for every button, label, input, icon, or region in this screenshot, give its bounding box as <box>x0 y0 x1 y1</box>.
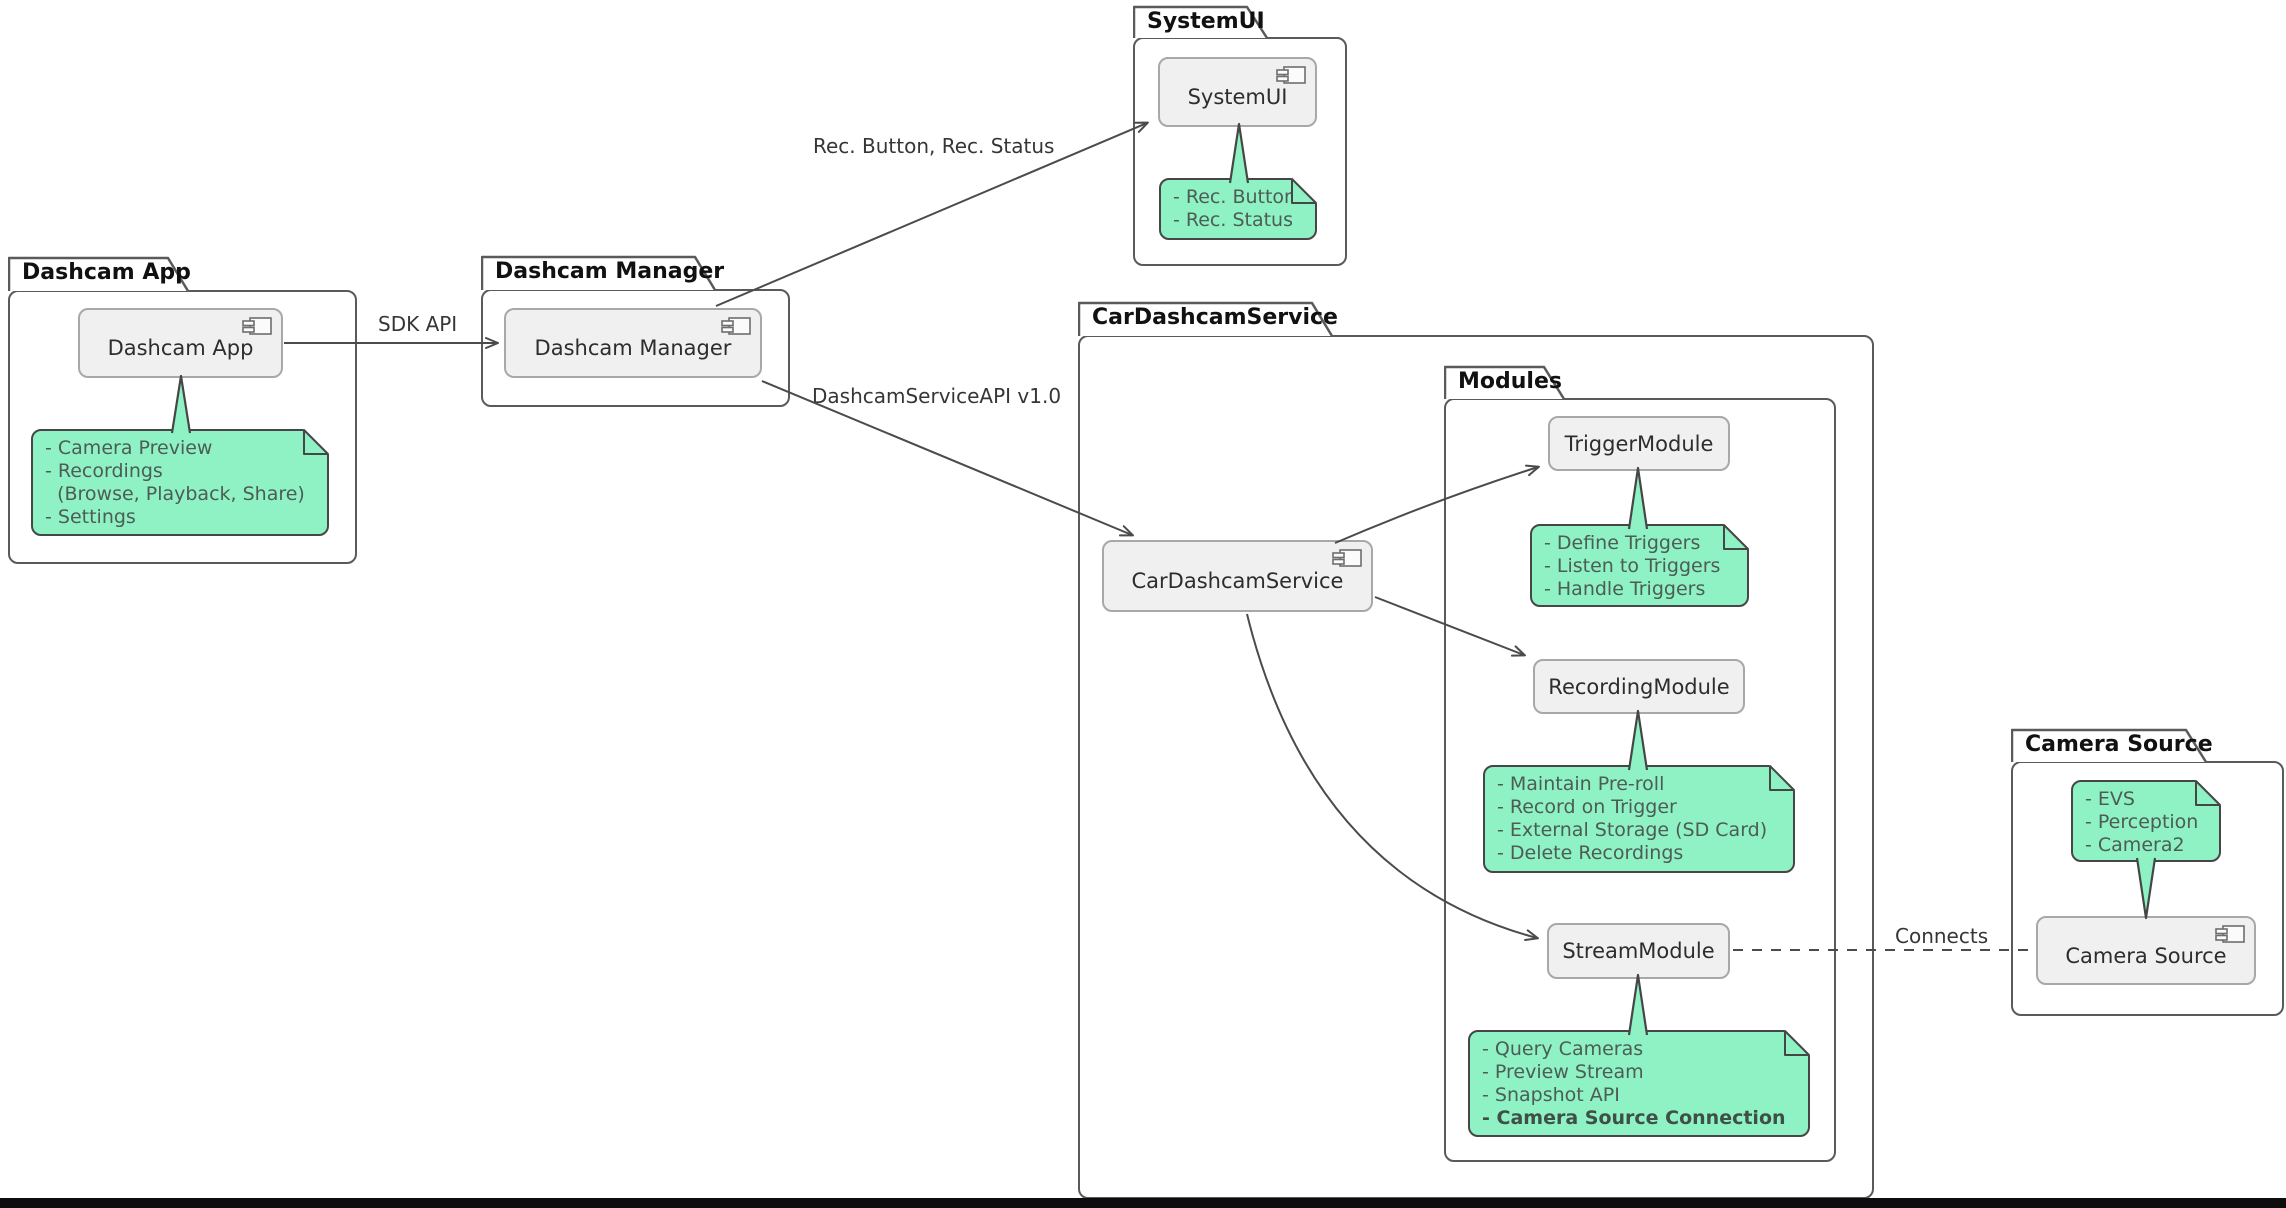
note-line: - Define Triggers <box>1544 532 1701 554</box>
component-icon <box>2215 925 2245 943</box>
component-systemui: SystemUI <box>1158 57 1317 127</box>
edge-label-sdk-api: SDK API <box>378 312 458 336</box>
note-line: - Delete Recordings <box>1497 842 1684 864</box>
note-line: - Recordings <box>45 460 163 482</box>
component-label: StreamModule <box>1562 939 1715 963</box>
note-line: - Query Cameras <box>1482 1038 1644 1060</box>
note-line: - Preview Stream <box>1482 1061 1644 1083</box>
component-cardashcamservice: CarDashcamService <box>1102 540 1373 612</box>
note-fold-icon <box>1783 1029 1811 1057</box>
component-label: Camera Source <box>2065 943 2227 968</box>
package-title: SystemUI <box>1147 9 1265 34</box>
note-line: - Maintain Pre-roll <box>1497 773 1665 795</box>
note-line: - Camera Preview <box>45 437 213 459</box>
note-fold-icon <box>2194 779 2222 807</box>
component-label: Dashcam App <box>107 336 254 360</box>
note-fold-icon <box>302 428 330 456</box>
component-recording-module: RecordingModule <box>1533 659 1745 714</box>
note-line: - Rec. Button <box>1173 186 1297 208</box>
component-dashcam-manager: Dashcam Manager <box>504 308 762 378</box>
package-tab-camera-source: Camera Source <box>2011 728 2213 763</box>
package-tab-dashcam-app: Dashcam App <box>8 256 191 292</box>
component-label: CarDashcamService <box>1131 569 1344 593</box>
component-label: TriggerModule <box>1564 431 1714 456</box>
note-line: - Snapshot API <box>1482 1084 1620 1106</box>
note-line: (Browse, Playback, Share) <box>45 483 305 505</box>
edge-label-connects: Connects <box>1895 924 1989 948</box>
note-systemui: - Rec. Button - Rec. Status <box>1159 177 1318 240</box>
component-icon <box>721 317 751 335</box>
package-tab-shape <box>1133 5 1269 39</box>
component-label: SystemUI <box>1187 85 1288 109</box>
note-line: - Handle Triggers <box>1544 578 1706 600</box>
note-fold-icon <box>1722 523 1750 551</box>
package-title: CarDashcamService <box>1092 305 1338 330</box>
note-line: - External Storage (SD Card) <box>1497 819 1768 841</box>
note-line: - Listen to Triggers <box>1544 555 1721 577</box>
package-tab-shape <box>2011 728 2208 763</box>
component-label: Dashcam Manager <box>534 336 732 360</box>
edge-label-dashcam-service-api: DashcamServiceAPI v1.0 <box>812 384 1062 408</box>
note-line: - Camera2 <box>2085 834 2185 856</box>
component-trigger-module: TriggerModule <box>1548 416 1730 471</box>
note-line: - Record on Trigger <box>1497 796 1677 818</box>
package-tab-dashcam-manager: Dashcam Manager <box>481 255 724 291</box>
component-camera-source: Camera Source <box>2036 916 2256 985</box>
package-tab-modules: Modules <box>1444 365 1566 400</box>
package-tab-shape <box>8 256 190 292</box>
note-line: - EVS <box>2085 788 2135 810</box>
component-label: RecordingModule <box>1548 674 1730 699</box>
component-stream-module: StreamModule <box>1547 923 1730 979</box>
note-dashcam-app: - Camera Preview - Recordings (Browse, P… <box>31 428 330 536</box>
component-icon <box>1332 549 1362 567</box>
component-icon <box>242 317 272 335</box>
bottom-bar <box>0 1198 2286 1208</box>
package-tab-shape <box>481 255 717 291</box>
note-line-bold: - Camera Source Connection <box>1482 1107 1786 1129</box>
note-trigger-module: - Define Triggers - Listen to Triggers -… <box>1530 523 1750 607</box>
package-title: Dashcam App <box>22 260 191 285</box>
note-line: - Settings <box>45 506 136 528</box>
edge-label-rec-button-status: Rec. Button, Rec. Status <box>813 134 1055 158</box>
note-recording-module: - Maintain Pre-roll - Record on Trigger … <box>1483 764 1796 873</box>
note-fold-icon <box>1290 177 1318 205</box>
package-tab-shape <box>1444 365 1566 400</box>
note-stream-module: - Query Cameras - Preview Stream - Snaps… <box>1468 1029 1811 1137</box>
note-line: - Perception <box>2085 811 2199 833</box>
note-fold-icon <box>1768 764 1796 792</box>
package-title: Dashcam Manager <box>495 259 725 284</box>
package-title: Modules <box>1458 369 1562 394</box>
package-tab-cardashcamservice: CarDashcamService <box>1078 301 1338 337</box>
note-line: - Rec. Status <box>1173 209 1294 231</box>
package-tab-systemui: SystemUI <box>1133 5 1269 39</box>
package-tab-shape <box>1078 301 1334 337</box>
component-dashcam-app: Dashcam App <box>78 308 283 378</box>
package-title: Camera Source <box>2025 732 2213 757</box>
note-camera-source: - EVS - Perception - Camera2 <box>2071 779 2222 862</box>
component-icon <box>1276 66 1306 84</box>
